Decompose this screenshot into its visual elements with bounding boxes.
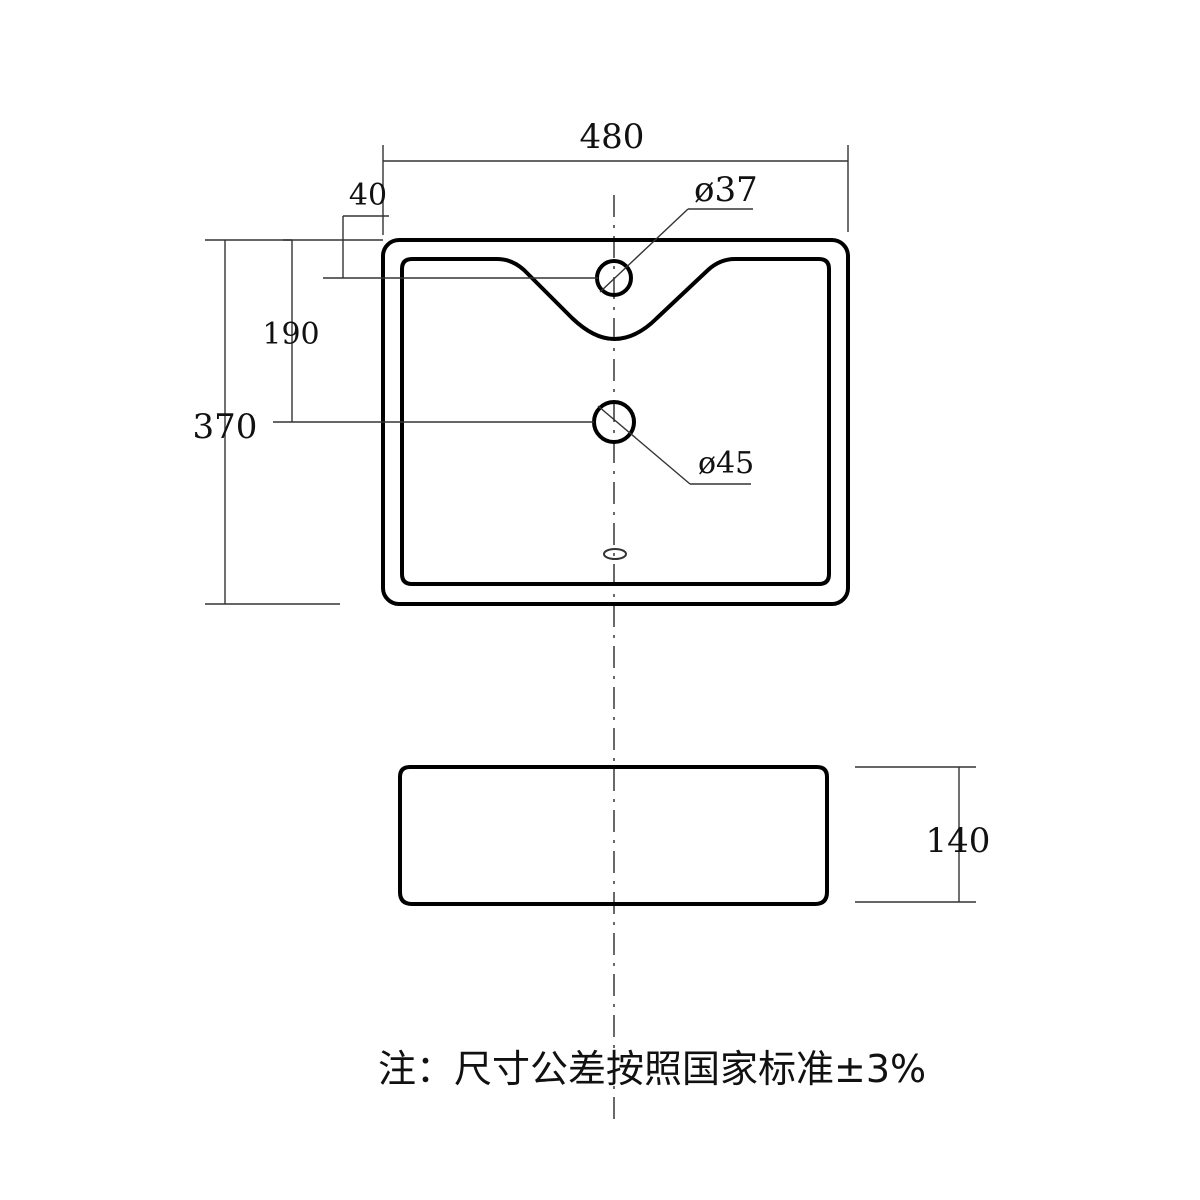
overflow-diameter-label: ø37 <box>694 170 758 210</box>
tap-hole-diameter-label: ø45 <box>698 446 754 481</box>
dim-370-label: 370 <box>193 407 258 447</box>
leader-overflow <box>599 208 689 293</box>
basin-inner-bowl <box>400 257 831 586</box>
tolerance-note: 注：尺寸公差按照国家标准±3% <box>378 1047 926 1091</box>
drain-outlet <box>603 548 627 560</box>
leader-tap-hole <box>597 405 691 485</box>
dim-140-label: 140 <box>926 821 991 861</box>
basin-side-view <box>398 765 829 906</box>
dim-190-label: 190 <box>262 317 319 352</box>
dim-40-label: 40 <box>349 178 387 213</box>
dim-480-label: 480 <box>580 117 645 157</box>
